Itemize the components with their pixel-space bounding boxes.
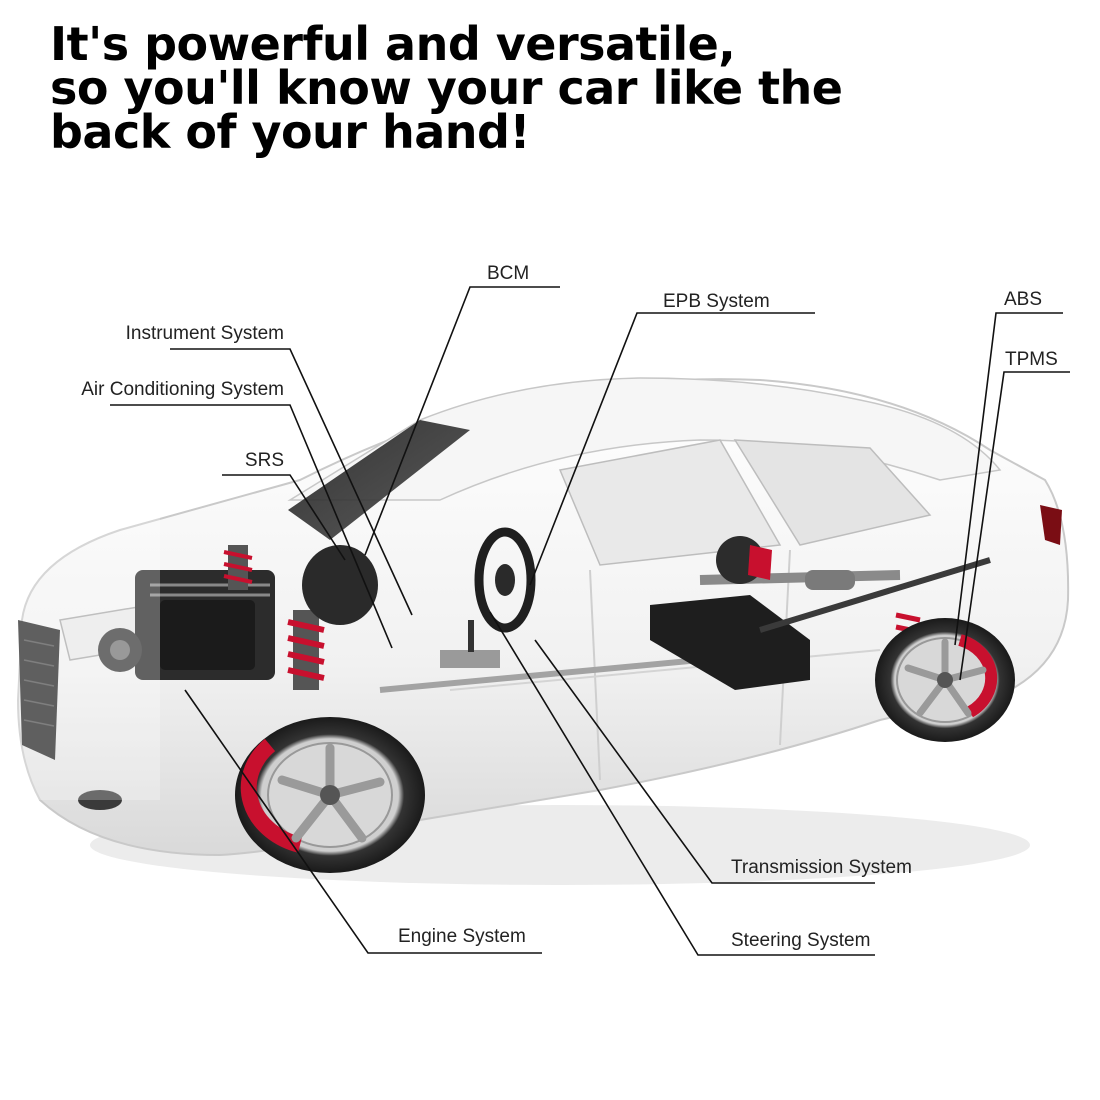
headline-line-2: so you'll know your car like the <box>50 61 843 115</box>
label-instrument-system: Instrument System <box>126 323 284 344</box>
label-srs: SRS <box>245 450 284 471</box>
steering-wheel <box>474 527 536 633</box>
epb-leader-line <box>529 312 815 586</box>
engine-leader-line <box>184 689 542 954</box>
front-wheel <box>235 717 425 873</box>
label-bcm: BCM <box>487 263 529 284</box>
tpms-leader-line <box>959 371 1070 681</box>
label-tpms: TPMS <box>1005 349 1058 370</box>
headline-line-3: back of your hand! <box>50 105 530 159</box>
abs-leader-line <box>954 312 1063 646</box>
callout-lines <box>110 286 1070 956</box>
headline-line-1: It's powerful and versatile, <box>50 17 736 71</box>
front-suspension <box>223 545 325 690</box>
label-epb-system: EPB System <box>663 291 770 312</box>
rear-wheel <box>875 618 1015 742</box>
srs-leader-line <box>222 474 346 561</box>
car-illustration <box>0 377 1070 885</box>
engine-block <box>98 570 275 680</box>
air-conditioning-leader-line <box>110 404 393 649</box>
label-engine-system: Engine System <box>398 926 526 947</box>
label-transmission-system: Transmission System <box>731 857 912 878</box>
headline: It's powerful and versatile, so you'll k… <box>50 17 843 159</box>
transmission-leader-line <box>534 639 875 884</box>
bcm-leader-line <box>364 286 560 556</box>
label-abs: ABS <box>1004 289 1042 310</box>
label-air-conditioning-system: Air Conditioning System <box>81 379 284 400</box>
instrument-leader-line <box>170 348 413 616</box>
label-steering-system: Steering System <box>731 930 870 951</box>
steering-leader-line <box>489 611 875 956</box>
